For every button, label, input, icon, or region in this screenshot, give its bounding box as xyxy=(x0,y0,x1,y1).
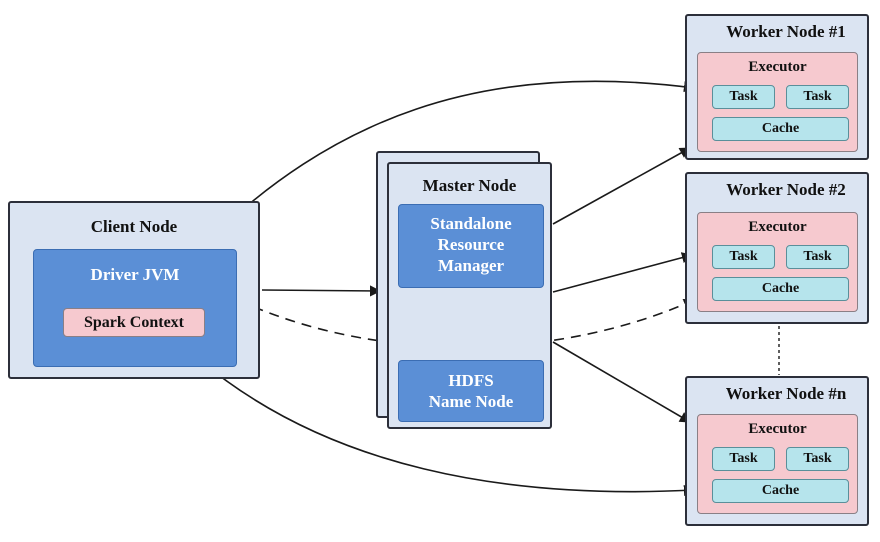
driver-jvm: Driver JVM Spark Context xyxy=(33,249,237,367)
hdfs-name-node: HDFS Name Node xyxy=(398,360,544,422)
executor-2-title: Executor xyxy=(748,219,807,235)
executor-1-title: Executor xyxy=(748,59,807,75)
arrow-master-to-worker2 xyxy=(552,252,694,293)
resource-manager: Standalone Resource Manager xyxy=(398,204,544,288)
worker-node-2: Worker Node #2 Executor Task Task Cache xyxy=(685,172,869,324)
master-node: Master Node Standalone Resource Manager … xyxy=(387,162,552,429)
cache-2: Cache xyxy=(712,277,849,301)
resource-manager-line-2: Resource xyxy=(437,235,505,254)
worker-node-2-title: Worker Node #2 xyxy=(726,180,846,199)
worker-node-1-title: Worker Node #1 xyxy=(726,22,846,41)
spark-context-label: Spark Context xyxy=(83,314,184,331)
executor-1: Executor Task Task Cache xyxy=(697,52,858,152)
executor-n: Executor Task Task Cache xyxy=(697,414,858,514)
task-nb: Task xyxy=(786,447,849,471)
arrow-client-to-worker1 xyxy=(202,80,696,247)
task-1a: Task xyxy=(712,85,775,109)
worker-node-n-title: Worker Node #n xyxy=(725,384,847,403)
driver-jvm-label: Driver JVM xyxy=(90,265,180,284)
master-node-title: Master Node xyxy=(422,176,517,195)
resource-manager-line-1: Standalone xyxy=(430,214,512,233)
client-node-title: Client Node xyxy=(90,217,178,236)
arrow-client-to-master xyxy=(261,285,382,297)
cache-1: Cache xyxy=(712,117,849,141)
executor-2: Executor Task Task Cache xyxy=(697,212,858,312)
arrow-client-to-workern xyxy=(206,365,696,497)
task-na: Task xyxy=(712,447,775,471)
cache-n: Cache xyxy=(712,479,849,503)
resource-manager-line-3: Manager xyxy=(437,256,505,275)
worker-node-n: Worker Node #n Executor Task Task Cache xyxy=(685,376,869,526)
spark-context: Spark Context xyxy=(63,308,205,337)
arrow-master-to-workern xyxy=(552,341,691,423)
task-2a: Task xyxy=(712,245,775,269)
hdfs-line-1: HDFS xyxy=(448,371,494,390)
task-1b: Task xyxy=(786,85,849,109)
executor-n-title: Executor xyxy=(748,421,807,437)
client-node: Client Node Driver JVM Spark Context xyxy=(8,201,260,379)
worker-node-1: Worker Node #1 Executor Task Task Cache xyxy=(685,14,869,160)
arrow-master-to-worker1 xyxy=(552,147,691,225)
task-2b: Task xyxy=(786,245,849,269)
hdfs-line-2: Name Node xyxy=(428,392,514,411)
